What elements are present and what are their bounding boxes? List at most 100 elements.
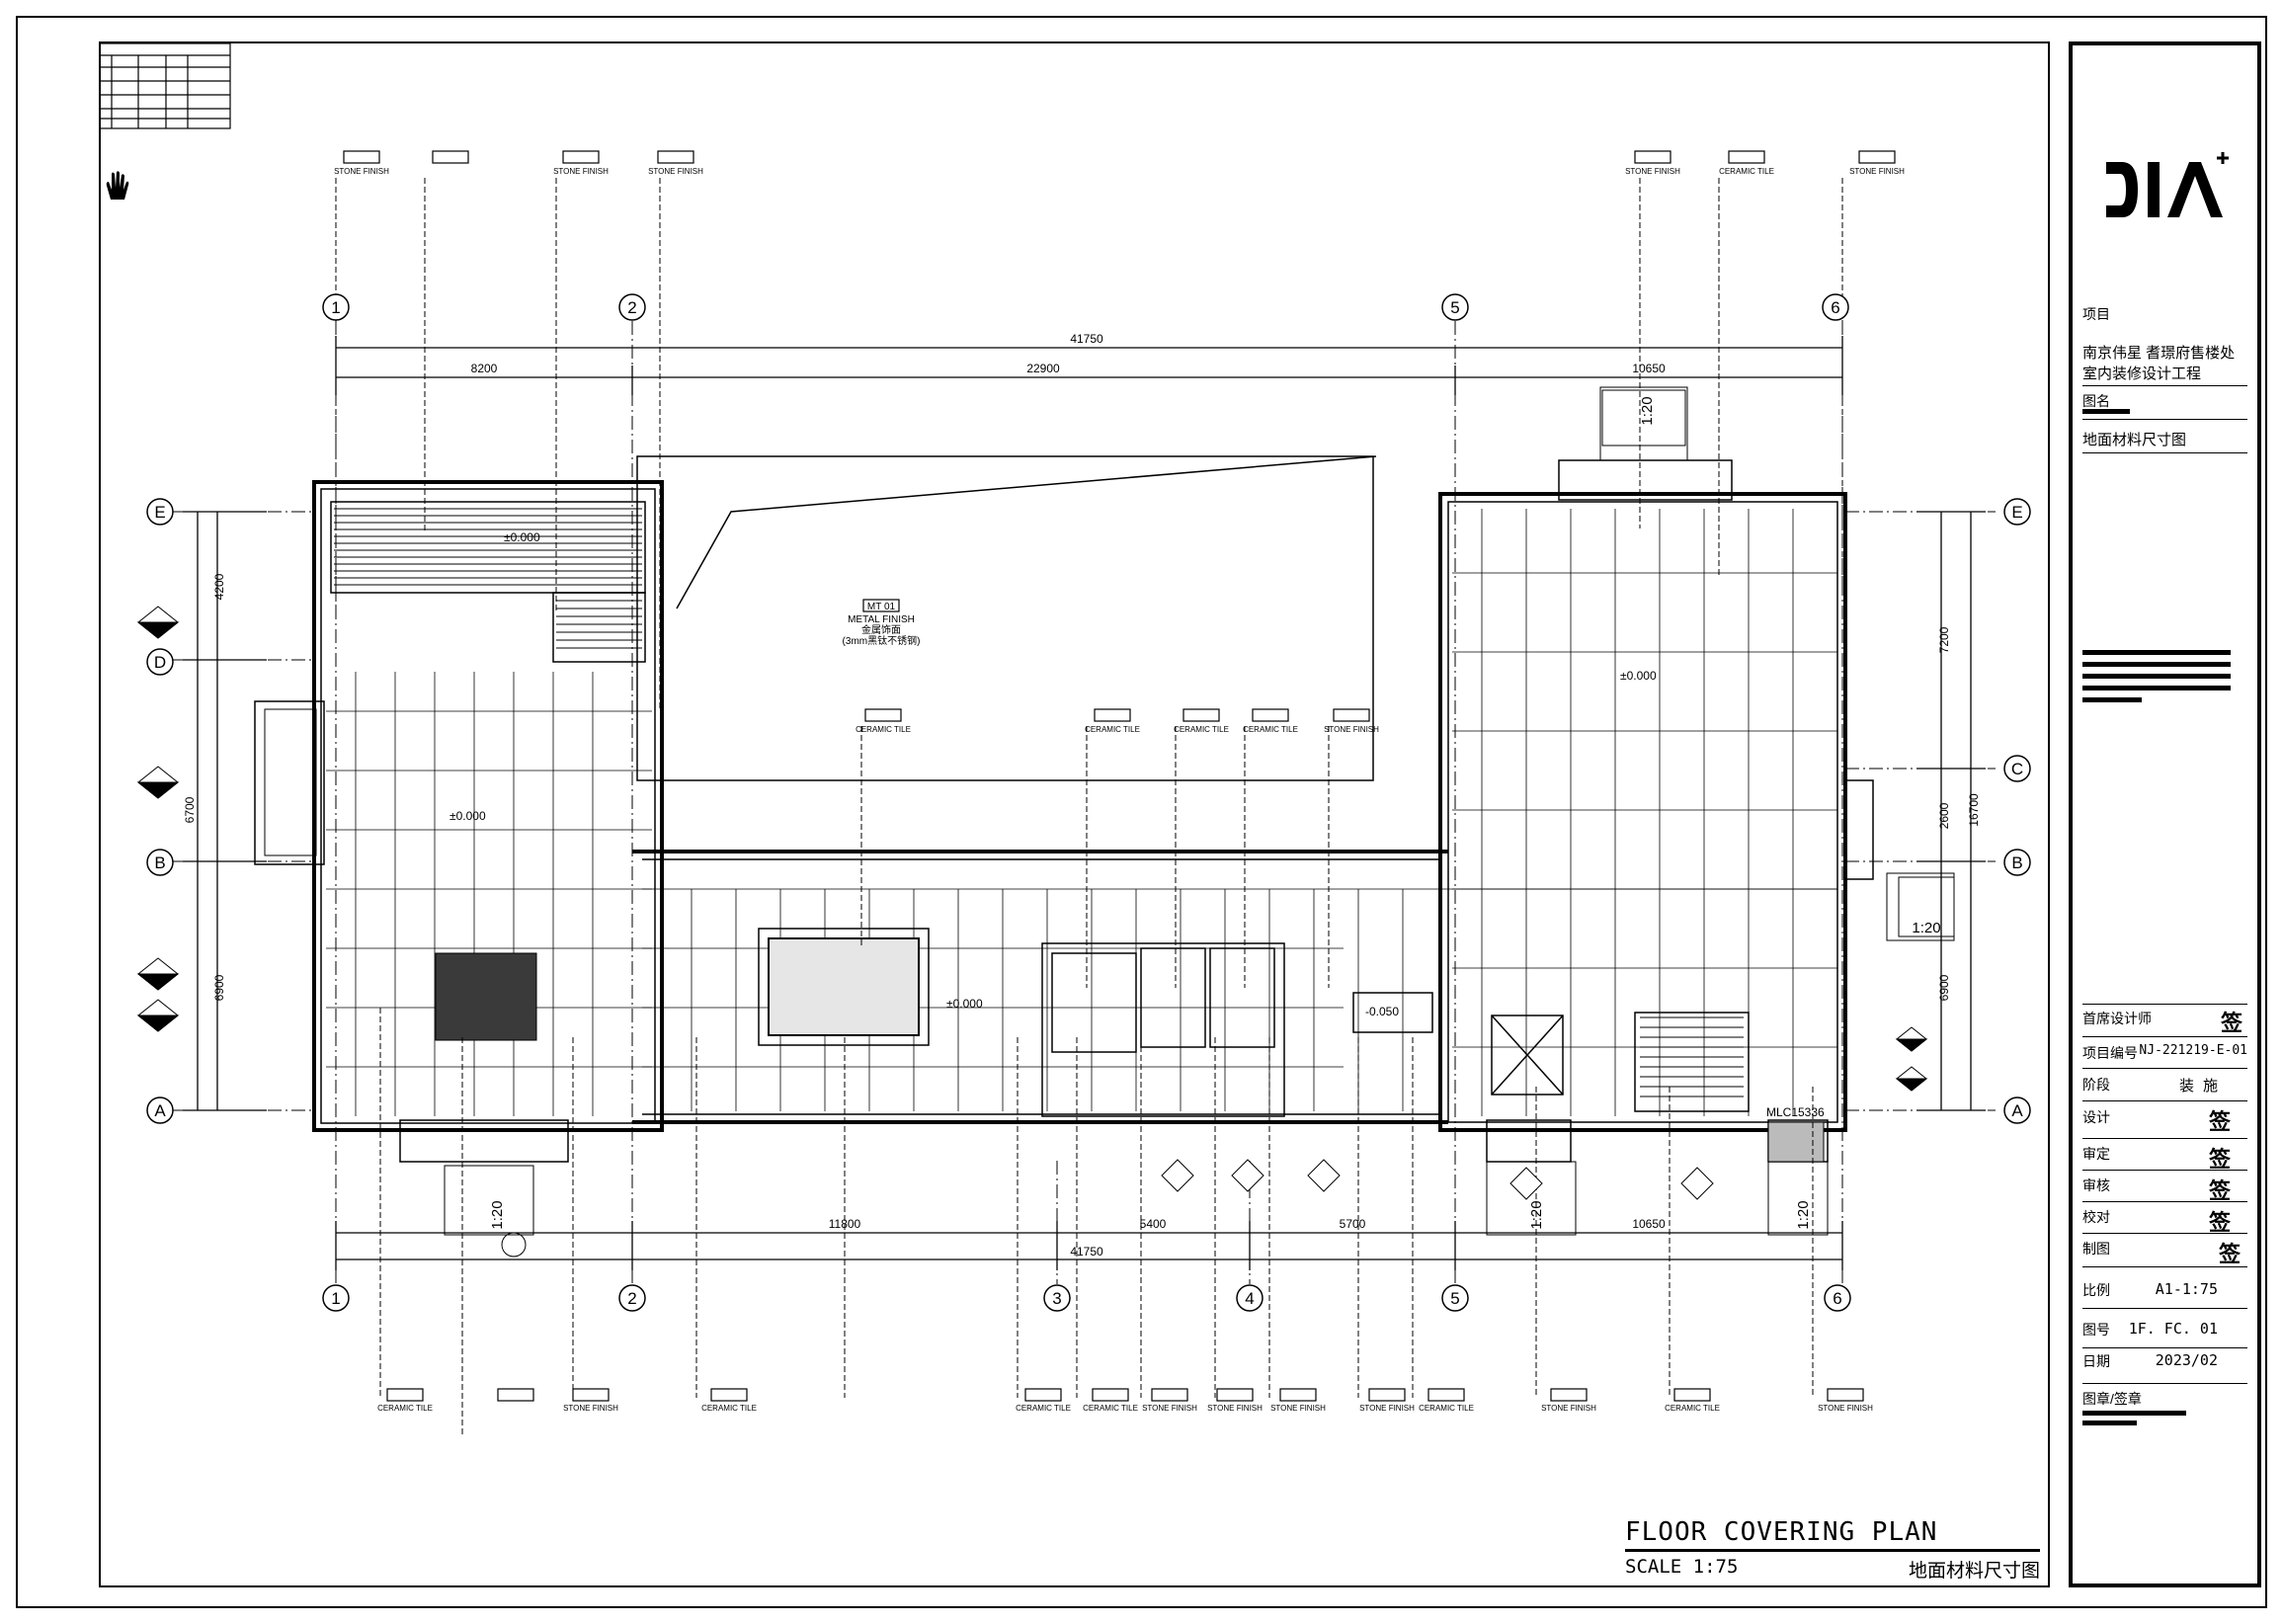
- detail-ref-right: 1:20: [1912, 920, 1940, 936]
- grid-label-right-c: C: [2011, 760, 2023, 778]
- level-mark-left: ±0.000: [449, 809, 486, 823]
- review-label: 审定: [2082, 1146, 2110, 1162]
- callout-tags-top: [343, 150, 1896, 722]
- dim-bottom-overall: 41750: [1070, 1245, 1103, 1259]
- dim-right-seg-2: 2600: [1937, 802, 1951, 829]
- dark-feature-rug: [435, 952, 537, 1041]
- grid-label-left-a: A: [154, 1101, 166, 1120]
- detail-ref-top: 1:20: [1639, 396, 1656, 425]
- title-block: 项目 南京伟星 耆璟府售楼处 室内装修设计工程 图名 地面材料尺寸图 首席设计师…: [2069, 41, 2261, 1587]
- project-no: NJ-221219-E-01: [2139, 1043, 2247, 1058]
- callout-tags-bottom: [386, 1388, 1864, 1402]
- callout-ceramic-b1: CERAMIC TILE: [377, 1404, 433, 1413]
- callout-ceramic-3: CERAMIC TILE: [1174, 725, 1229, 734]
- grid-label-left-d: D: [154, 653, 166, 672]
- grid-label-bottom-3: 3: [1052, 1289, 1061, 1308]
- callout-stone-top-4: STONE FINISH: [1625, 167, 1680, 176]
- grid-label-right-a: A: [2011, 1101, 2023, 1120]
- grid-label-top-5: 5: [1450, 298, 1459, 317]
- grid-label-bottom-4: 4: [1245, 1289, 1254, 1308]
- callout-ceramic-b2: CERAMIC TILE: [701, 1404, 757, 1413]
- scale-label: 比例: [2082, 1282, 2110, 1298]
- callout-stone-1: STONE FINISH: [1324, 725, 1379, 734]
- dim-top-seg-2: 22900: [1026, 362, 1060, 375]
- dim-top-seg-3: 10650: [1632, 362, 1666, 375]
- grid-label-left-b: B: [154, 853, 165, 872]
- meter-box-label: MLC15336: [1766, 1105, 1825, 1119]
- stone-feature-rug: [768, 937, 920, 1036]
- dim-bottom-seg-1: 11800: [829, 1217, 861, 1231]
- dim-bottom-seg-3: 5700: [1340, 1217, 1366, 1231]
- callout-ceramic-top: CERAMIC TILE: [1719, 167, 1774, 176]
- grid-label-bottom-2: 2: [627, 1289, 636, 1308]
- detail-ref-bottom-mid: 1:20: [1528, 1200, 1545, 1229]
- grid-label-right-b: B: [2011, 853, 2022, 872]
- callout-stone-top-1: STONE FINISH: [334, 167, 389, 176]
- dim-top-seg-1: 8200: [471, 362, 498, 375]
- tile-grid-left: [326, 672, 652, 1116]
- dim-left-seg-1: 4200: [212, 573, 226, 600]
- dim-bottom-seg-2: 5400: [1140, 1217, 1167, 1231]
- restroom-block: [1041, 942, 1750, 1117]
- callout-stone-top-3: STONE FINISH: [648, 167, 703, 176]
- grid-label-bottom-6: 6: [1833, 1289, 1841, 1308]
- stage-label: 阶段: [2082, 1077, 2110, 1093]
- roof-hatch: [334, 508, 642, 649]
- callout-ceramic-b6: CERAMIC TILE: [1665, 1404, 1720, 1413]
- callout-stone-b7: STONE FINISH: [1818, 1404, 1873, 1413]
- callout-stone-b3: STONE FINISH: [1207, 1404, 1263, 1413]
- callout-ceramic-1: CERAMIC TILE: [856, 725, 911, 734]
- callout-ceramic-4: CERAMIC TILE: [1243, 725, 1298, 734]
- metal-callout-line3: (3mm黑钛不锈钢): [843, 634, 921, 647]
- dim-left-seg-2: 6700: [183, 796, 197, 823]
- grid-bubbles: [146, 293, 2031, 1312]
- sheet-border: [16, 16, 2267, 1608]
- drawing-name: 地面材料尺寸图: [2082, 432, 2187, 448]
- pan-hand-icon: [106, 171, 129, 200]
- legend-table: [99, 42, 231, 129]
- drawing-border: [99, 41, 2050, 1587]
- callout-leaders: [335, 178, 1843, 1437]
- metal-callout-code: MT 01: [867, 602, 896, 612]
- callout-stone-top-5: STONE FINISH: [1849, 167, 1905, 176]
- detail-ref-bottom-left: 1:20: [489, 1200, 506, 1229]
- stage-value: 装 施: [2178, 1077, 2218, 1095]
- grid-label-top-1: 1: [331, 298, 340, 317]
- grid-label-top-2: 2: [627, 298, 636, 317]
- project-name-line1: 南京伟星 耆璟府售楼处: [2082, 345, 2236, 362]
- chief-designer-label: 首席设计师: [2082, 1011, 2152, 1026]
- callout-ceramic-b4: CERAMIC TILE: [1083, 1404, 1138, 1413]
- level-mark-low: -0.050: [1365, 1005, 1399, 1018]
- metal-callout-line1: METAL FINISH: [848, 614, 915, 625]
- callout-stone-b1: STONE FINISH: [563, 1404, 618, 1413]
- meter-box-hatch: [1767, 1121, 1825, 1163]
- callout-stone-b4: STONE FINISH: [1270, 1404, 1326, 1413]
- grid-label-left-e: E: [154, 503, 165, 522]
- level-mark-corridor: ±0.000: [946, 997, 983, 1011]
- callout-ceramic-b3: CERAMIC TILE: [1016, 1404, 1071, 1413]
- dim-left-seg-3: 6900: [212, 974, 226, 1001]
- drawing-name-label: 图名: [2082, 393, 2110, 409]
- drafter-label: 制图: [2082, 1241, 2110, 1257]
- date-label: 日期: [2082, 1353, 2110, 1369]
- callout-stone-b5: STONE FINISH: [1359, 1404, 1415, 1413]
- detail-ref-bottom-right: 1:20: [1795, 1200, 1812, 1229]
- date-value: 2023/02: [2155, 1351, 2218, 1369]
- drawing-title: FLOOR COVERING PLAN: [1625, 1517, 2040, 1552]
- callout-ceramic-b5: CERAMIC TILE: [1419, 1404, 1474, 1413]
- scale-value: A1-1:75: [2155, 1280, 2218, 1298]
- callout-stone-b6: STONE FINISH: [1541, 1404, 1596, 1413]
- dia-logo: [2106, 152, 2229, 217]
- project-no-label: 项目编号: [2082, 1045, 2138, 1061]
- proof-label: 校对: [2082, 1209, 2110, 1225]
- drawing-scale: SCALE 1:75: [1625, 1556, 1739, 1578]
- section-markers: [136, 606, 1928, 1258]
- callout-ceramic-2: CERAMIC TILE: [1085, 725, 1140, 734]
- level-mark-roof: ±0.000: [504, 530, 540, 544]
- grid-label-right-e: E: [2011, 503, 2022, 522]
- dim-right-seg-1: 7200: [1937, 626, 1951, 653]
- tile-grid-right: [1452, 509, 1837, 1116]
- check-label: 审核: [2082, 1177, 2110, 1193]
- design-label: 设计: [2082, 1109, 2110, 1125]
- project-label: 项目: [2082, 306, 2110, 322]
